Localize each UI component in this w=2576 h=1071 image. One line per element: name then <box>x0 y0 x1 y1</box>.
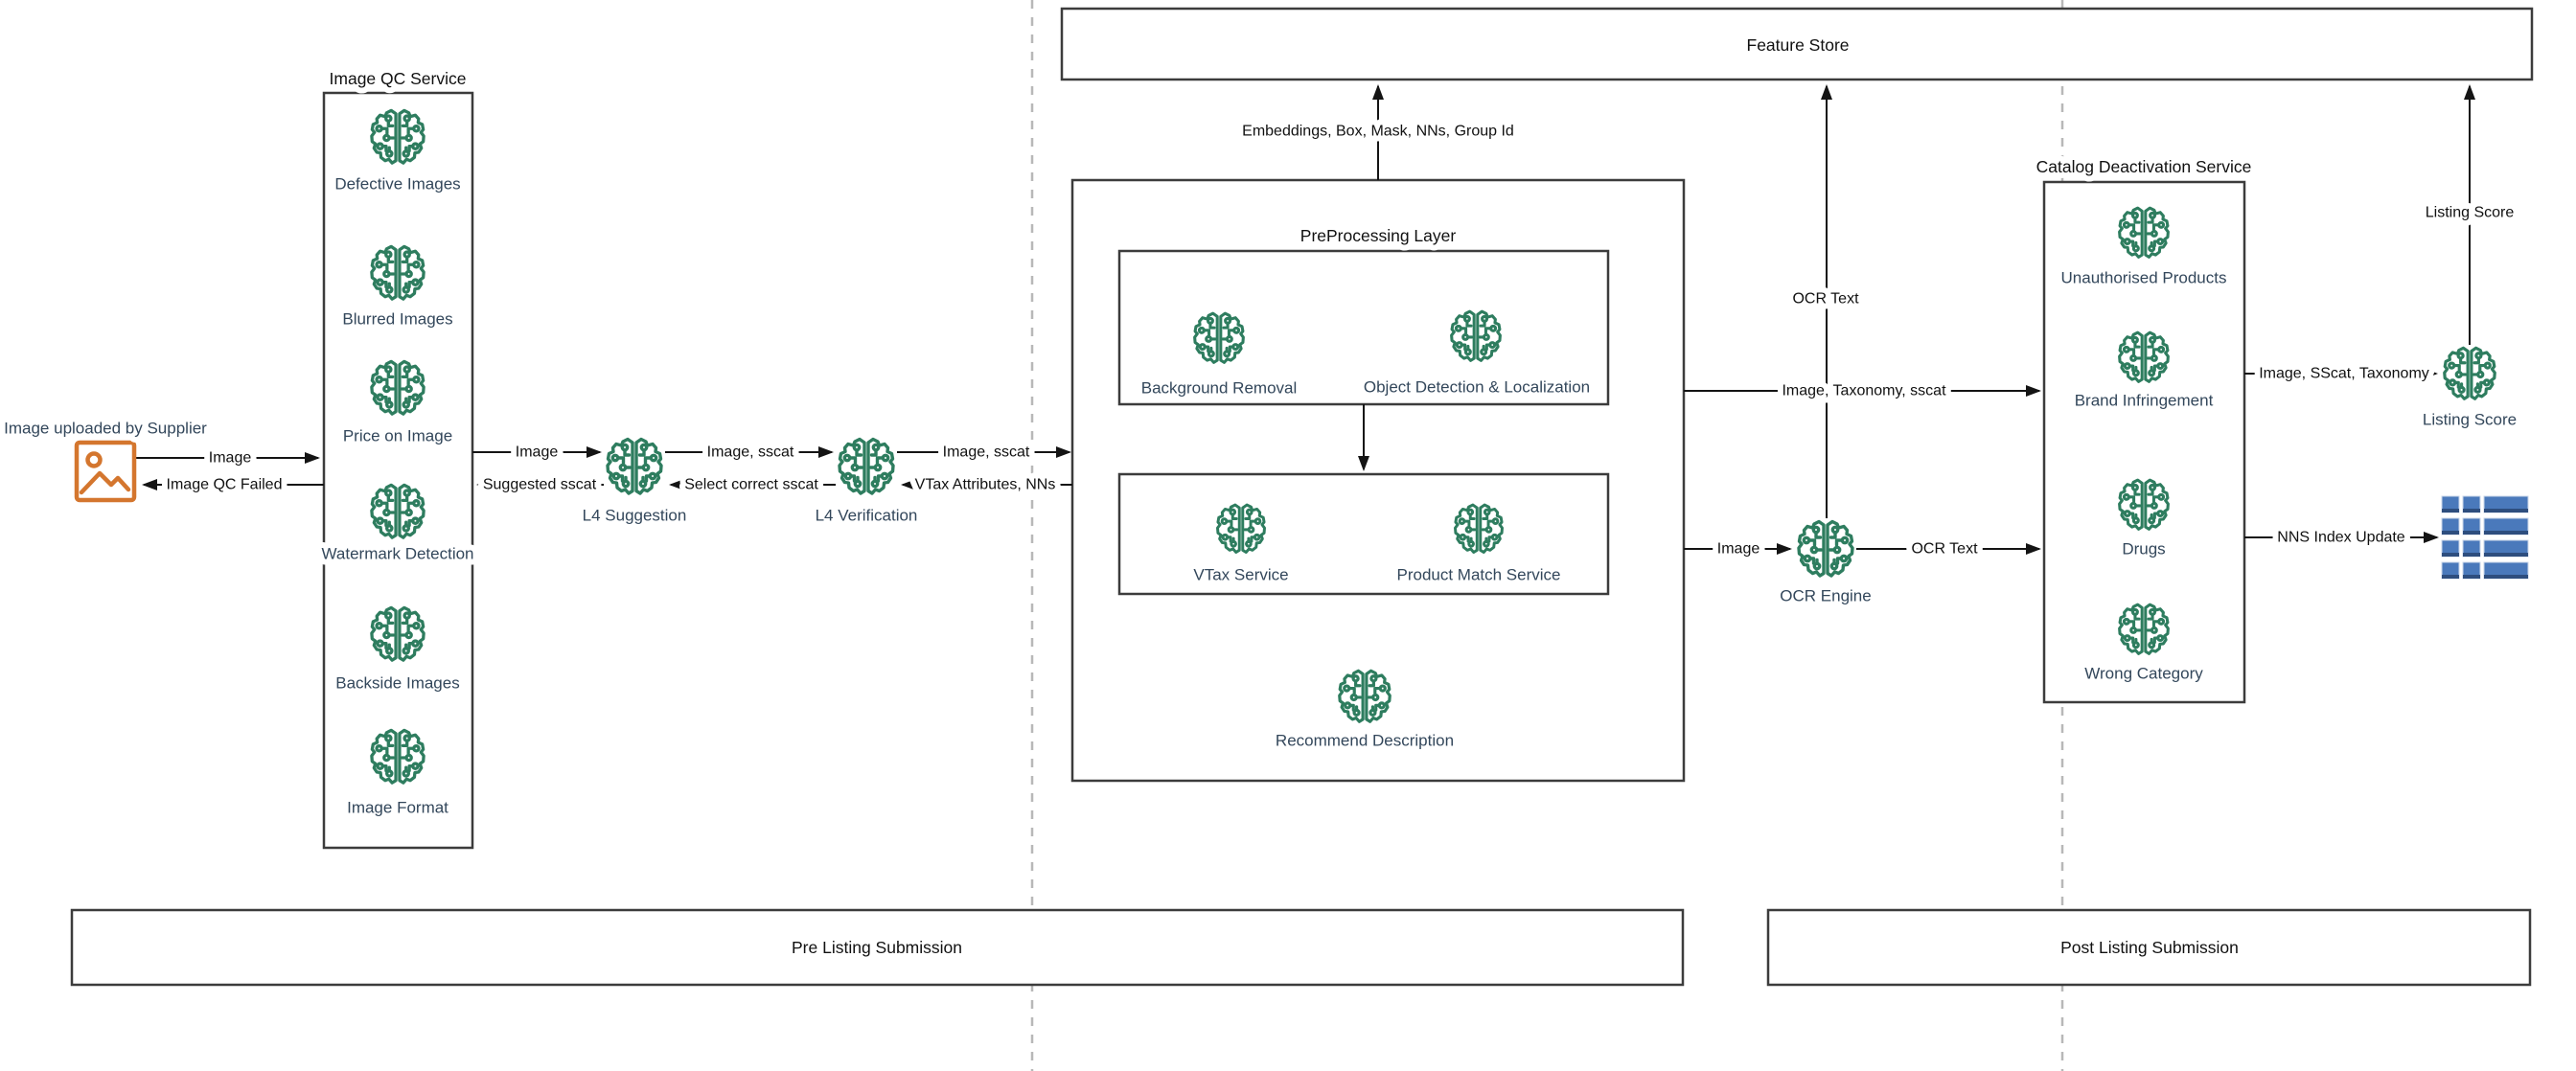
node-label-product-match: Product Match Service <box>1396 566 1560 584</box>
edge-label-image-qc-failed: Image QC Failed <box>167 477 283 493</box>
edge-label-nns-index-update: NNS Index Update <box>2277 530 2405 546</box>
node-label-brand-infringement: Brand Infringement <box>2075 392 2214 410</box>
ai-brain-icon-l4-verification <box>840 440 893 494</box>
preprocessing-inner-box-bottom <box>1117 472 1610 596</box>
node-label-unauthorised-products: Unauthorised Products <box>2061 269 2227 287</box>
pre-listing-submission-box <box>70 908 1685 987</box>
edge-label-ocr-text-right: OCR Text <box>1911 541 1978 558</box>
pre-listing-submission-title: Pre Listing Submission <box>792 938 962 957</box>
node-label-listing-score: Listing Score <box>2423 411 2517 429</box>
node-label-ocr-engine: OCR Engine <box>1780 587 1871 605</box>
node-label-object-detection: Object Detection & Localization <box>1364 378 1590 397</box>
ai-brain-icon-ocr-engine <box>1799 522 1852 577</box>
node-label-backside-images: Backside Images <box>335 674 459 693</box>
node-label-watermark-detection: Watermark Detection <box>321 545 473 563</box>
node-label-supplier: Image uploaded by Supplier <box>4 420 207 438</box>
nns-index-table-icon <box>2441 495 2529 580</box>
edge-label-image-taxonomy-sscat: Image, Taxonomy, sscat <box>1782 383 1946 399</box>
image-qc-service-box <box>322 91 474 850</box>
edge-label-embeddings: Embeddings, Box, Mask, NNs, Group Id <box>1242 124 1514 140</box>
edge-label-image-sscat-1: Image, sscat <box>707 444 794 461</box>
post-listing-submission-box <box>1766 908 2532 987</box>
feature-store-title: Feature Store <box>1747 35 1850 55</box>
edge-label-image-to-ocr: Image <box>1717 541 1760 558</box>
node-label-defective-images: Defective Images <box>334 175 460 194</box>
feature-store-box <box>1060 7 2534 81</box>
node-label-vtax-service: VTax Service <box>1193 566 1288 584</box>
edge-label-suggested-sscat: Suggested sscat <box>483 477 597 493</box>
node-label-price-on-image: Price on Image <box>343 427 452 445</box>
image-placeholder-icon <box>74 440 137 503</box>
catalog-deactivation-title: Catalog Deactivation Service <box>2036 157 2252 176</box>
edge-label-image-to-l4s: Image <box>516 444 559 461</box>
image-qc-service-title: Image QC Service <box>330 69 467 88</box>
node-label-wrong-category: Wrong Category <box>2084 665 2203 683</box>
node-label-background-removal: Background Removal <box>1141 379 1298 398</box>
edge-label-image-sscat-taxonomy: Image, SScat, Taxonomy <box>2259 366 2429 382</box>
node-icons <box>74 110 2529 783</box>
edges <box>134 84 2475 555</box>
edge-label-listing-score-up: Listing Score <box>2426 205 2515 221</box>
edge-label-select-correct-sscat: Select correct sscat <box>684 477 818 493</box>
edge-label-vtax-attributes: VTax Attributes, NNs <box>915 477 1056 493</box>
post-listing-submission-title: Post Listing Submission <box>2060 938 2239 957</box>
ai-brain-icon-listing-score <box>2445 348 2496 399</box>
edge-label-image-sscat-2: Image, sscat <box>943 444 1030 461</box>
node-label-drugs: Drugs <box>2122 540 2165 558</box>
node-label-l4-verification: L4 Verification <box>816 507 918 525</box>
edge-label-ocr-text-up: OCR Text <box>1792 291 1859 308</box>
ai-brain-icon-l4-suggestion <box>608 440 661 494</box>
edge-label-image-in: Image <box>209 450 252 467</box>
node-label-recommend-description: Recommend Description <box>1276 732 1454 750</box>
node-label-blurred-images: Blurred Images <box>342 310 452 329</box>
preprocessing-layer-title: PreProcessing Layer <box>1300 226 1457 245</box>
node-label-image-format: Image Format <box>347 799 448 817</box>
node-label-l4-suggestion: L4 Suggestion <box>583 507 687 525</box>
containers <box>70 7 2534 987</box>
